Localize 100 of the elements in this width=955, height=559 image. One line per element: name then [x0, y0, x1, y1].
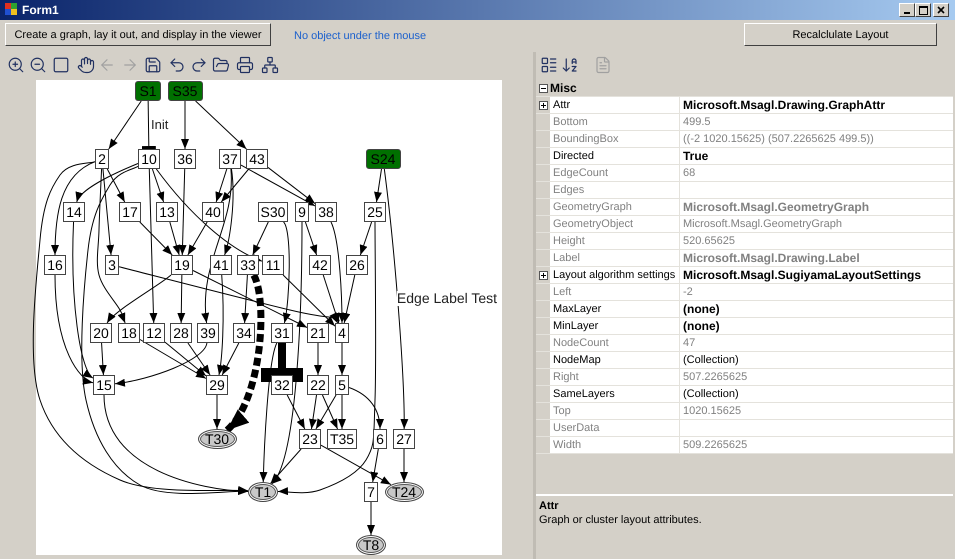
- arrow: [102, 168, 114, 256]
- node-box: 14: [63, 202, 85, 222]
- node-box: 15: [93, 375, 115, 395]
- node-box: 7: [364, 482, 378, 502]
- arrow: [108, 100, 142, 150]
- property-name: Bottom: [550, 114, 680, 130]
- node-box: S30: [258, 202, 288, 222]
- arrow: [187, 222, 208, 256]
- category-header: Misc: [550, 80, 578, 96]
- node-box: 20: [90, 323, 112, 343]
- arrow: [114, 342, 208, 386]
- arrow: [260, 342, 278, 482]
- recalculate-button: Recalclulate Layout: [744, 23, 937, 46]
- property-name: Directed: [550, 148, 680, 164]
- node-box: 40: [202, 202, 224, 222]
- arrow: [314, 342, 322, 376]
- property-value: ((-2 1020.15625) (507.2265625 499.5)): [682, 132, 875, 147]
- property-value: (Collection): [682, 353, 740, 368]
- property-name: Attr: [550, 97, 680, 113]
- node-box: 10: [138, 149, 160, 169]
- node-box: 31: [271, 323, 293, 343]
- property-name: Edges: [550, 182, 680, 198]
- property-name: Left: [550, 284, 680, 300]
- arrow: [104, 394, 249, 495]
- arrow: [148, 168, 158, 324]
- arrow: [268, 166, 316, 204]
- property-name: NodeCount: [550, 335, 680, 351]
- arrow: [139, 222, 173, 256]
- sink-ellipse: T8: [356, 535, 386, 555]
- node-box: 18: [118, 323, 140, 343]
- arrow: [241, 274, 250, 324]
- arrow: [106, 168, 126, 202]
- arrow: [178, 168, 187, 256]
- arrow: [98, 342, 107, 376]
- arrow: [181, 100, 189, 150]
- arrow: [322, 394, 338, 430]
- node-box: 9: [295, 202, 309, 222]
- sink-ellipse: T1: [248, 482, 278, 502]
- arrow: [216, 274, 225, 376]
- property-name: GeometryObject: [550, 216, 680, 232]
- property-name: Right: [550, 369, 680, 385]
- arrow: [322, 274, 340, 324]
- node-box: 34: [233, 323, 255, 343]
- arrow: [220, 168, 250, 202]
- status-text: No object under the mouse: [294, 30, 426, 42]
- property-name: BoundingBox: [550, 131, 680, 147]
- node-box: 21: [307, 323, 329, 343]
- property-name: Width: [550, 437, 680, 453]
- node-box: 29: [206, 375, 228, 395]
- description-title: Attr: [539, 500, 560, 512]
- arrow: [384, 168, 408, 430]
- node-box: 43: [246, 149, 268, 169]
- arrow: [370, 448, 379, 482]
- node-box: 26: [346, 255, 368, 275]
- property-name: EdgeCount: [550, 165, 680, 181]
- arrow: [76, 163, 138, 202]
- node-box: 32: [271, 375, 293, 395]
- arrow: [338, 394, 346, 430]
- node-box: 33: [237, 255, 259, 275]
- arrow: [54, 274, 94, 384]
- node-box: 3: [105, 255, 119, 275]
- window-title: Form1: [22, 3, 59, 17]
- property-value: (none): [682, 318, 721, 334]
- property-name: MinLayer: [550, 318, 680, 334]
- property-value: 520.65625: [682, 234, 736, 249]
- property-value: (Collection): [682, 387, 740, 402]
- node-box: 28: [170, 323, 192, 343]
- property-value: 68: [682, 166, 696, 181]
- node-box: T35: [327, 429, 357, 449]
- source-node: S24: [366, 149, 400, 169]
- arrow: [330, 222, 346, 324]
- arrow: [224, 274, 264, 433]
- node-box: 17: [119, 202, 141, 222]
- create-graph-button: Create a graph, lay it out, and display in the viewer: [5, 23, 271, 46]
- arrow: [106, 274, 172, 324]
- node-box: 6: [373, 429, 387, 449]
- arrow: [187, 342, 211, 376]
- node-box: 4: [335, 323, 349, 343]
- node-box: 19: [171, 255, 193, 275]
- arrow: [202, 168, 232, 324]
- arrow: [342, 274, 356, 324]
- arrow: [286, 394, 306, 430]
- property-value: 499.5: [682, 115, 712, 130]
- source-node: S35: [168, 81, 202, 101]
- node-box: 11: [262, 255, 284, 275]
- arrow: [271, 222, 302, 484]
- property-name: GeometryGraph: [550, 199, 680, 215]
- node-box: 13: [156, 202, 178, 222]
- property-value: True: [682, 148, 710, 164]
- node-box: 39: [197, 323, 219, 343]
- arrow: [192, 270, 308, 328]
- arrow: [164, 342, 206, 376]
- arrow: [156, 168, 262, 262]
- property-name: MaxLayer: [550, 301, 680, 317]
- arrow: [309, 394, 318, 430]
- node-box: 36: [174, 149, 196, 169]
- sink-ellipse: T24: [384, 482, 424, 502]
- arrow: [320, 444, 392, 486]
- edge-label: Init: [151, 118, 168, 132]
- node-box: 2: [95, 149, 109, 169]
